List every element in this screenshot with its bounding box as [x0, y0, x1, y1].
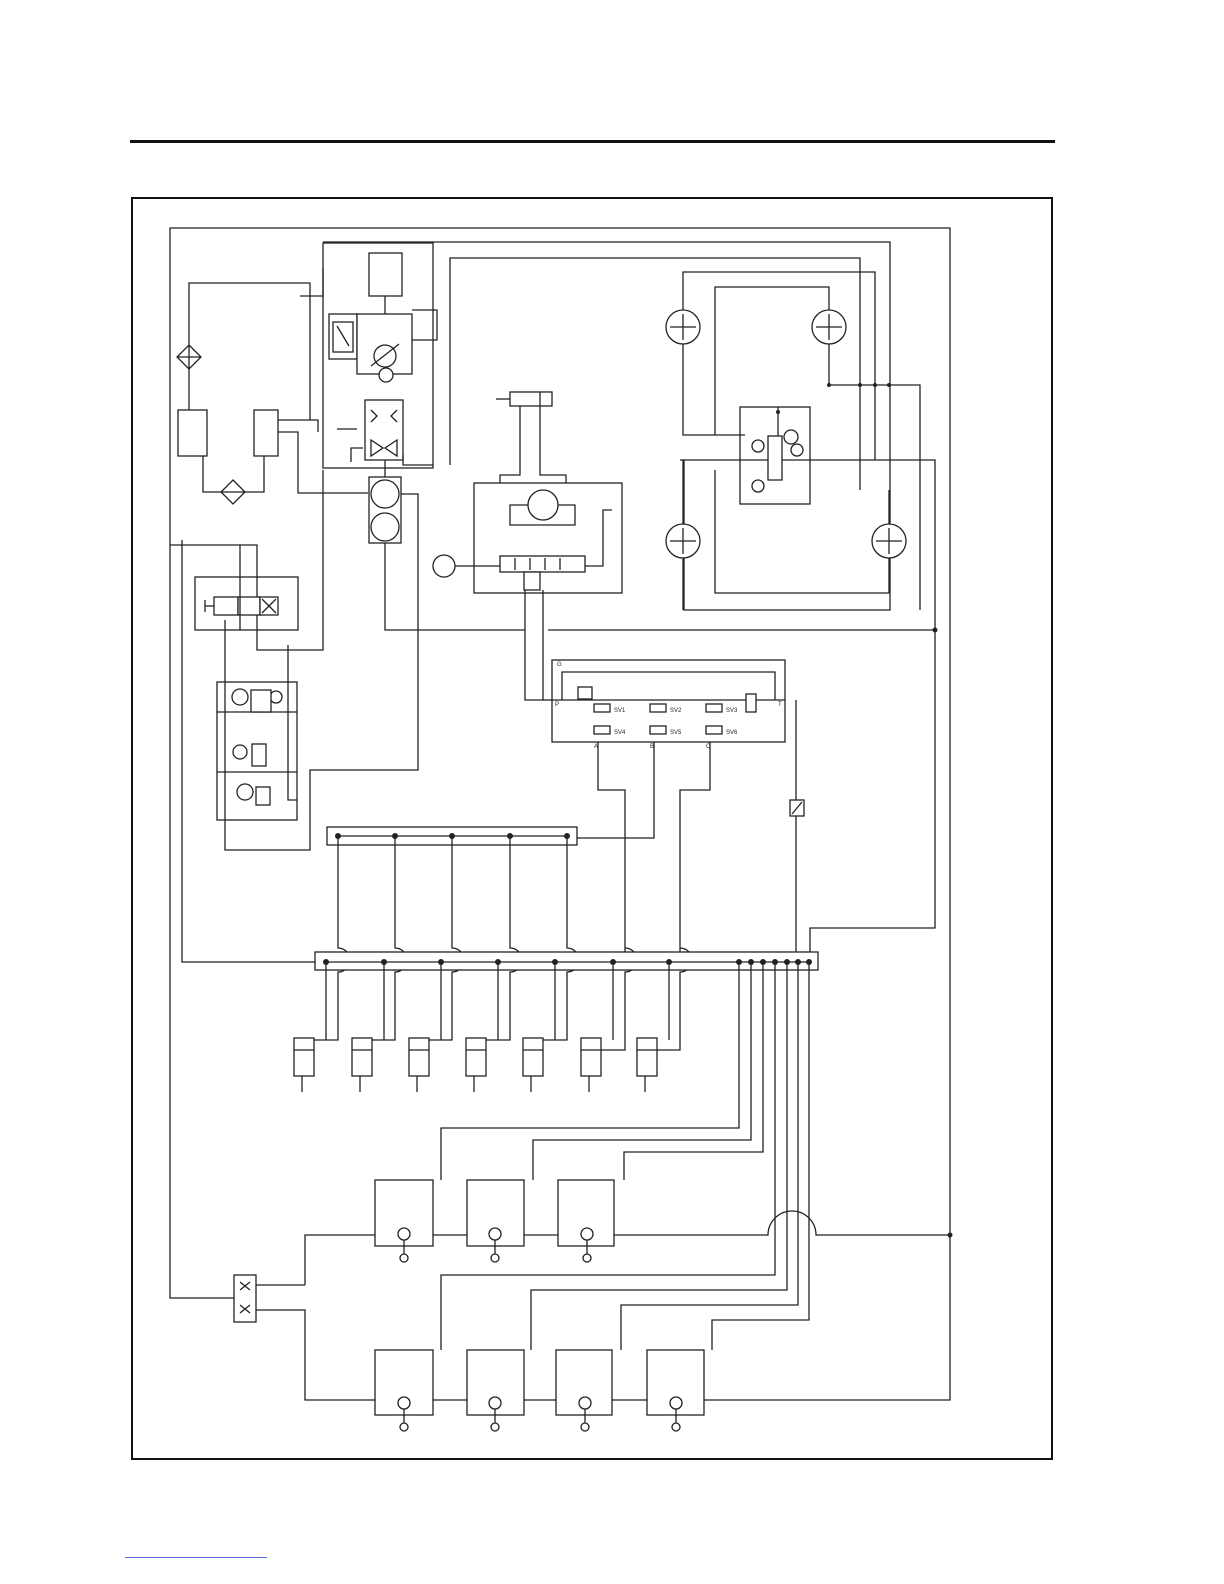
- footer-rule: [125, 1557, 267, 1558]
- control-unit-upper-1: [375, 1180, 433, 1262]
- control-unit-lower-2: [467, 1350, 524, 1431]
- cylinder-4: [466, 962, 498, 1092]
- sv6-label: SV6: [726, 730, 738, 736]
- cylinder-7: [637, 962, 669, 1092]
- cylinder-row: [294, 962, 669, 1092]
- drive-circuit-lines: [548, 272, 935, 630]
- pilot-lines-to-controls: [305, 962, 953, 1350]
- control-unit-upper-2: [467, 1180, 524, 1262]
- throttle-valve: [790, 800, 804, 816]
- cylinder-3: [409, 962, 441, 1092]
- manifold-drop-lines: [310, 836, 692, 1050]
- sv3-label: SV3: [726, 708, 738, 714]
- wheel-motor-front-right: [812, 310, 846, 344]
- sv4-label: SV4: [614, 730, 626, 736]
- sv1-label: SV1: [614, 708, 626, 714]
- port-p-label: P: [555, 702, 559, 708]
- cylinder-5: [523, 962, 555, 1092]
- reservoir-tank-right: [254, 410, 278, 456]
- reservoir-tank-left: [178, 410, 207, 456]
- relief-valve-stack: [217, 645, 297, 820]
- port-t-label: T: [778, 702, 782, 708]
- sv5-label: SV5: [670, 730, 682, 736]
- cylinder-2: [352, 962, 384, 1092]
- return-filter: [203, 420, 368, 504]
- shuttle-valve: [234, 1275, 305, 1322]
- wheel-motor-front-left: [666, 310, 700, 344]
- control-unit-lower-1: [375, 1350, 433, 1431]
- tank-return-right: [810, 630, 935, 962]
- tank-manifold-lower: [315, 952, 818, 970]
- drive-junctions: [776, 383, 938, 633]
- wheel-motor-rear-right: [872, 524, 906, 558]
- control-unit-lower-3: [556, 1350, 612, 1431]
- control-unit-upper-3: [558, 1180, 614, 1262]
- cooler-symbol: [177, 283, 310, 420]
- cylinder-6: [581, 962, 613, 1092]
- control-unit-lower-4: [647, 1350, 704, 1431]
- port-g-label: G: [557, 662, 562, 668]
- solenoid-directional-valve-left: [195, 545, 298, 630]
- sv2-label: SV2: [670, 708, 682, 714]
- wheel-motor-rear-left: [666, 524, 700, 558]
- cylinder-1: [294, 962, 326, 1092]
- flow-divider-block: [740, 407, 810, 504]
- solenoid-valve-block: P T G SV1 SV2 SV3 SV4 SV5 SV6 A B C: [543, 660, 796, 962]
- steering-cylinder: [496, 392, 566, 483]
